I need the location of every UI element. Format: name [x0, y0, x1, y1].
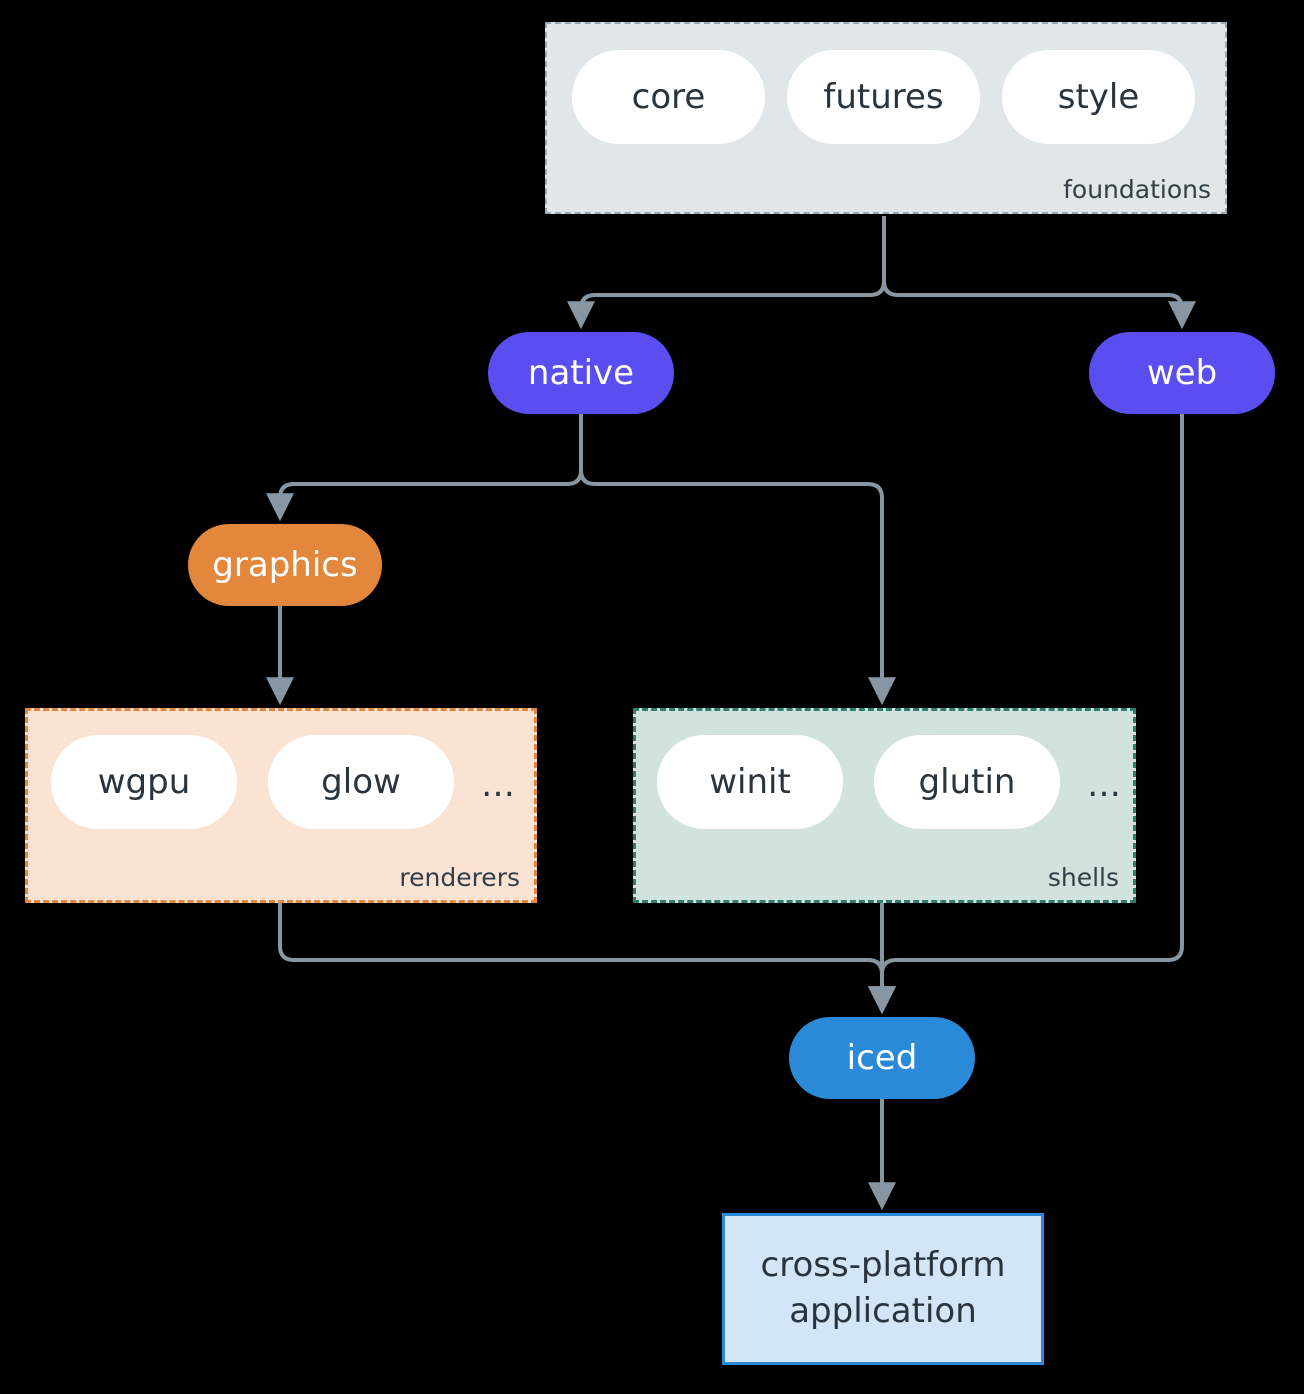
node-iced-label: iced: [846, 1038, 918, 1078]
edge-native-shells: [579, 414, 896, 706]
node-core-label: core: [631, 77, 706, 117]
application-label-line2: application: [789, 1291, 977, 1331]
edge-renderers-iced: [278, 903, 896, 1015]
node-glow[interactable]: glow: [268, 735, 454, 829]
node-winit[interactable]: winit: [657, 735, 843, 829]
node-native[interactable]: native: [488, 332, 674, 414]
node-web-label: web: [1146, 353, 1218, 393]
renderers-ellipsis: …: [481, 765, 516, 805]
node-style-label: style: [1057, 77, 1140, 117]
node-native-label: native: [527, 353, 635, 393]
node-wgpu-label: wgpu: [97, 762, 191, 802]
cluster-label-shells: shells: [1047, 863, 1119, 892]
node-core[interactable]: core: [572, 50, 765, 144]
node-futures-label: futures: [823, 77, 944, 117]
node-futures[interactable]: futures: [787, 50, 980, 144]
node-web[interactable]: web: [1089, 332, 1275, 414]
node-graphics-label: graphics: [212, 545, 358, 585]
node-winit-label: winit: [709, 762, 791, 802]
cluster-label-renderers: renderers: [399, 863, 520, 892]
node-wgpu[interactable]: wgpu: [51, 735, 237, 829]
edge-foundations-web: [882, 216, 1196, 330]
node-glutin-label: glutin: [918, 762, 1016, 802]
node-iced[interactable]: iced: [789, 1017, 975, 1099]
shells-ellipsis: …: [1087, 765, 1122, 805]
edge-foundations-native: [567, 216, 886, 330]
edge-native-graphics: [266, 414, 583, 522]
application-label-line1: cross-platform: [760, 1245, 1006, 1286]
node-cross-platform-application[interactable]: cross-platform application: [722, 1213, 1044, 1365]
node-style[interactable]: style: [1002, 50, 1195, 144]
node-glutin[interactable]: glutin: [874, 735, 1060, 829]
node-graphics[interactable]: graphics: [188, 524, 382, 606]
node-glow-label: glow: [321, 762, 401, 802]
cluster-label-foundations: foundations: [1063, 175, 1211, 204]
